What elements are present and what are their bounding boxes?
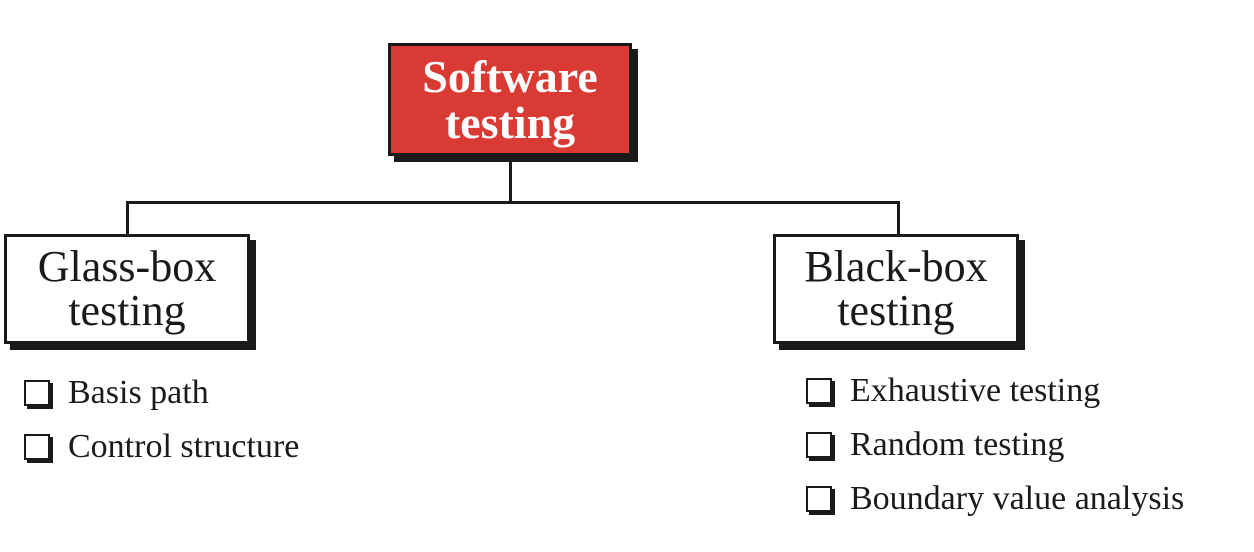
black-box-node-label: Black-box testing (804, 245, 987, 333)
black-box-label-line1: Black-box (804, 242, 988, 291)
glass-box-testing-node: Glass-box testing (4, 234, 250, 344)
root-label-line1: Software (422, 50, 598, 102)
glass-box-label-line2: testing (68, 286, 186, 335)
checkbox-icon (806, 486, 832, 512)
checkbox-icon (806, 378, 832, 404)
checkbox-icon (806, 432, 832, 458)
list-item: Random testing (806, 418, 1184, 472)
root-label-line2: testing (444, 96, 576, 148)
list-item: Exhaustive testing (806, 364, 1184, 418)
list-item-label: Basis path (68, 374, 209, 411)
black-box-label-line2: testing (837, 286, 955, 335)
black-box-drop-connector (897, 201, 900, 235)
list-item: Basis path (24, 366, 299, 420)
root-node-label: Software testing (422, 50, 598, 148)
checkbox-icon (24, 434, 50, 460)
root-stem-connector (509, 156, 512, 204)
list-item-label: Exhaustive testing (850, 372, 1101, 409)
list-item-label: Control structure (68, 428, 300, 465)
black-box-technique-list: Exhaustive testing Random testing Bounda… (806, 364, 1184, 526)
list-item: Control structure (24, 420, 299, 474)
list-item: Boundary value analysis (806, 472, 1184, 526)
glass-box-node-label: Glass-box testing (38, 245, 216, 333)
glass-box-technique-list: Basis path Control structure (24, 366, 299, 474)
glass-box-drop-connector (126, 201, 129, 235)
root-node-software-testing: Software testing (388, 43, 632, 156)
black-box-testing-node: Black-box testing (773, 234, 1019, 344)
list-item-label: Random testing (850, 426, 1065, 463)
horizontal-connector (126, 201, 900, 204)
checkbox-icon (24, 380, 50, 406)
list-item-label: Boundary value analysis (850, 480, 1185, 517)
glass-box-label-line1: Glass-box (37, 242, 217, 291)
